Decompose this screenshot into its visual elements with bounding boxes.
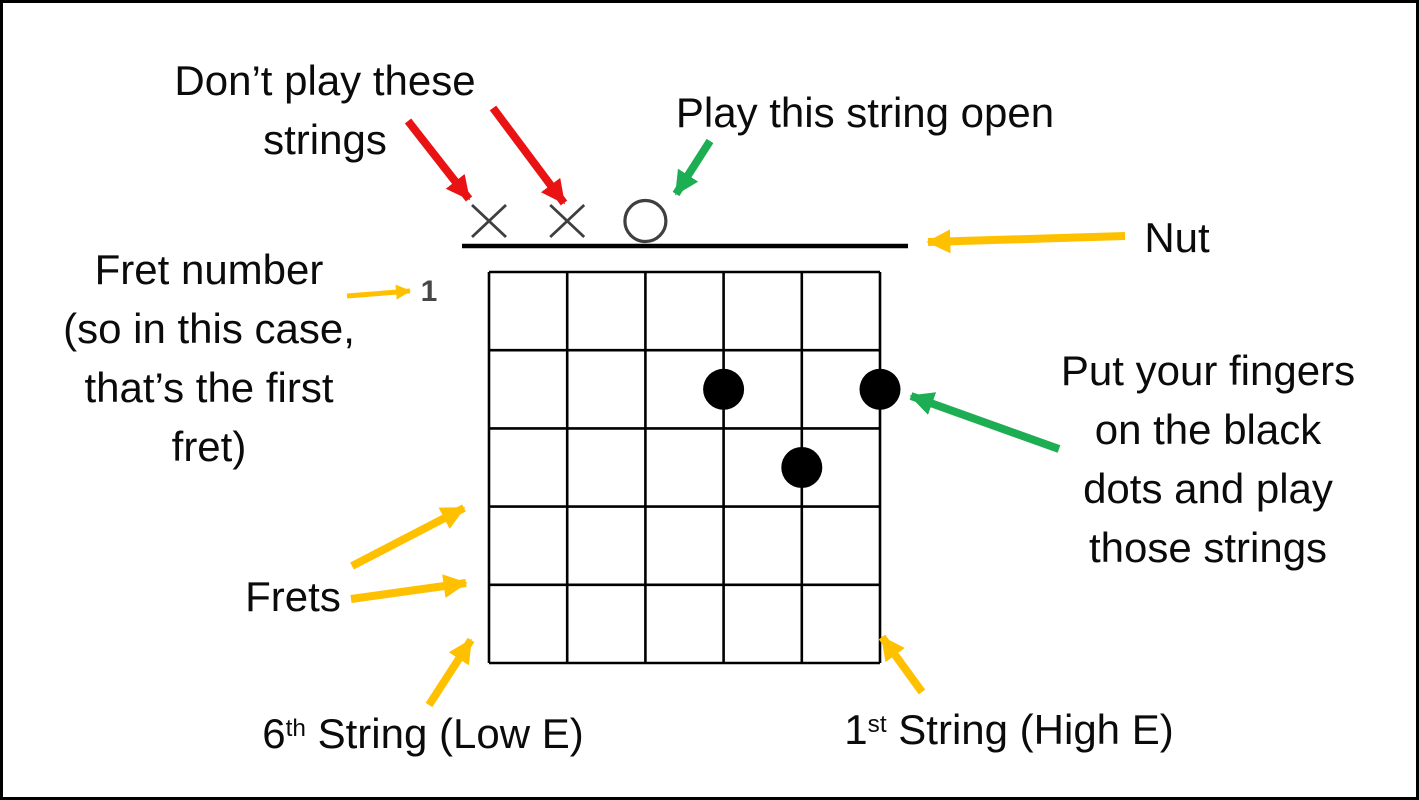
label-nut: Nut	[1144, 214, 1210, 261]
label-first-string-high-e: 1st String (High E)	[759, 700, 1259, 759]
label-dont-play-these-strings: Don’t play these strings	[174, 57, 476, 163]
label-play-this-string-open: Play this string open	[675, 89, 1055, 136]
string6-text: String (Low E)	[305, 710, 584, 757]
string1-ordinal-suffix: st	[867, 710, 887, 738]
green-arrow-open-string	[672, 138, 714, 197]
gold-arrow-string6	[425, 637, 475, 708]
string6-ordinal-suffix: th	[285, 714, 306, 742]
string1-text: String (High E)	[886, 706, 1174, 753]
fretboard-grid	[487, 270, 882, 665]
label-fret-number-note: Fret number (so in this case, that’s the…	[63, 246, 355, 470]
muted-string-x-icon	[471, 203, 507, 239]
finger-dot-s1-f2	[859, 368, 901, 410]
open-string-o-icon	[623, 198, 668, 244]
label-sixth-string-low-e: 6th String (Low E)	[173, 704, 673, 763]
string6-number: 6	[262, 710, 286, 757]
string1-number: 1	[844, 706, 868, 753]
finger-dot-s3-f2	[703, 368, 745, 410]
finger-dot-s2-f3	[781, 447, 823, 488]
muted-string-x-icon	[549, 203, 586, 239]
gold-arrow-string1	[878, 634, 926, 695]
gold-arrow-fret-upper	[350, 504, 466, 570]
label-frets: Frets	[245, 573, 341, 620]
fret-number: 1	[421, 275, 438, 308]
label-put-fingers-on-dots: Put your fingers on the black dots and p…	[1060, 347, 1356, 571]
